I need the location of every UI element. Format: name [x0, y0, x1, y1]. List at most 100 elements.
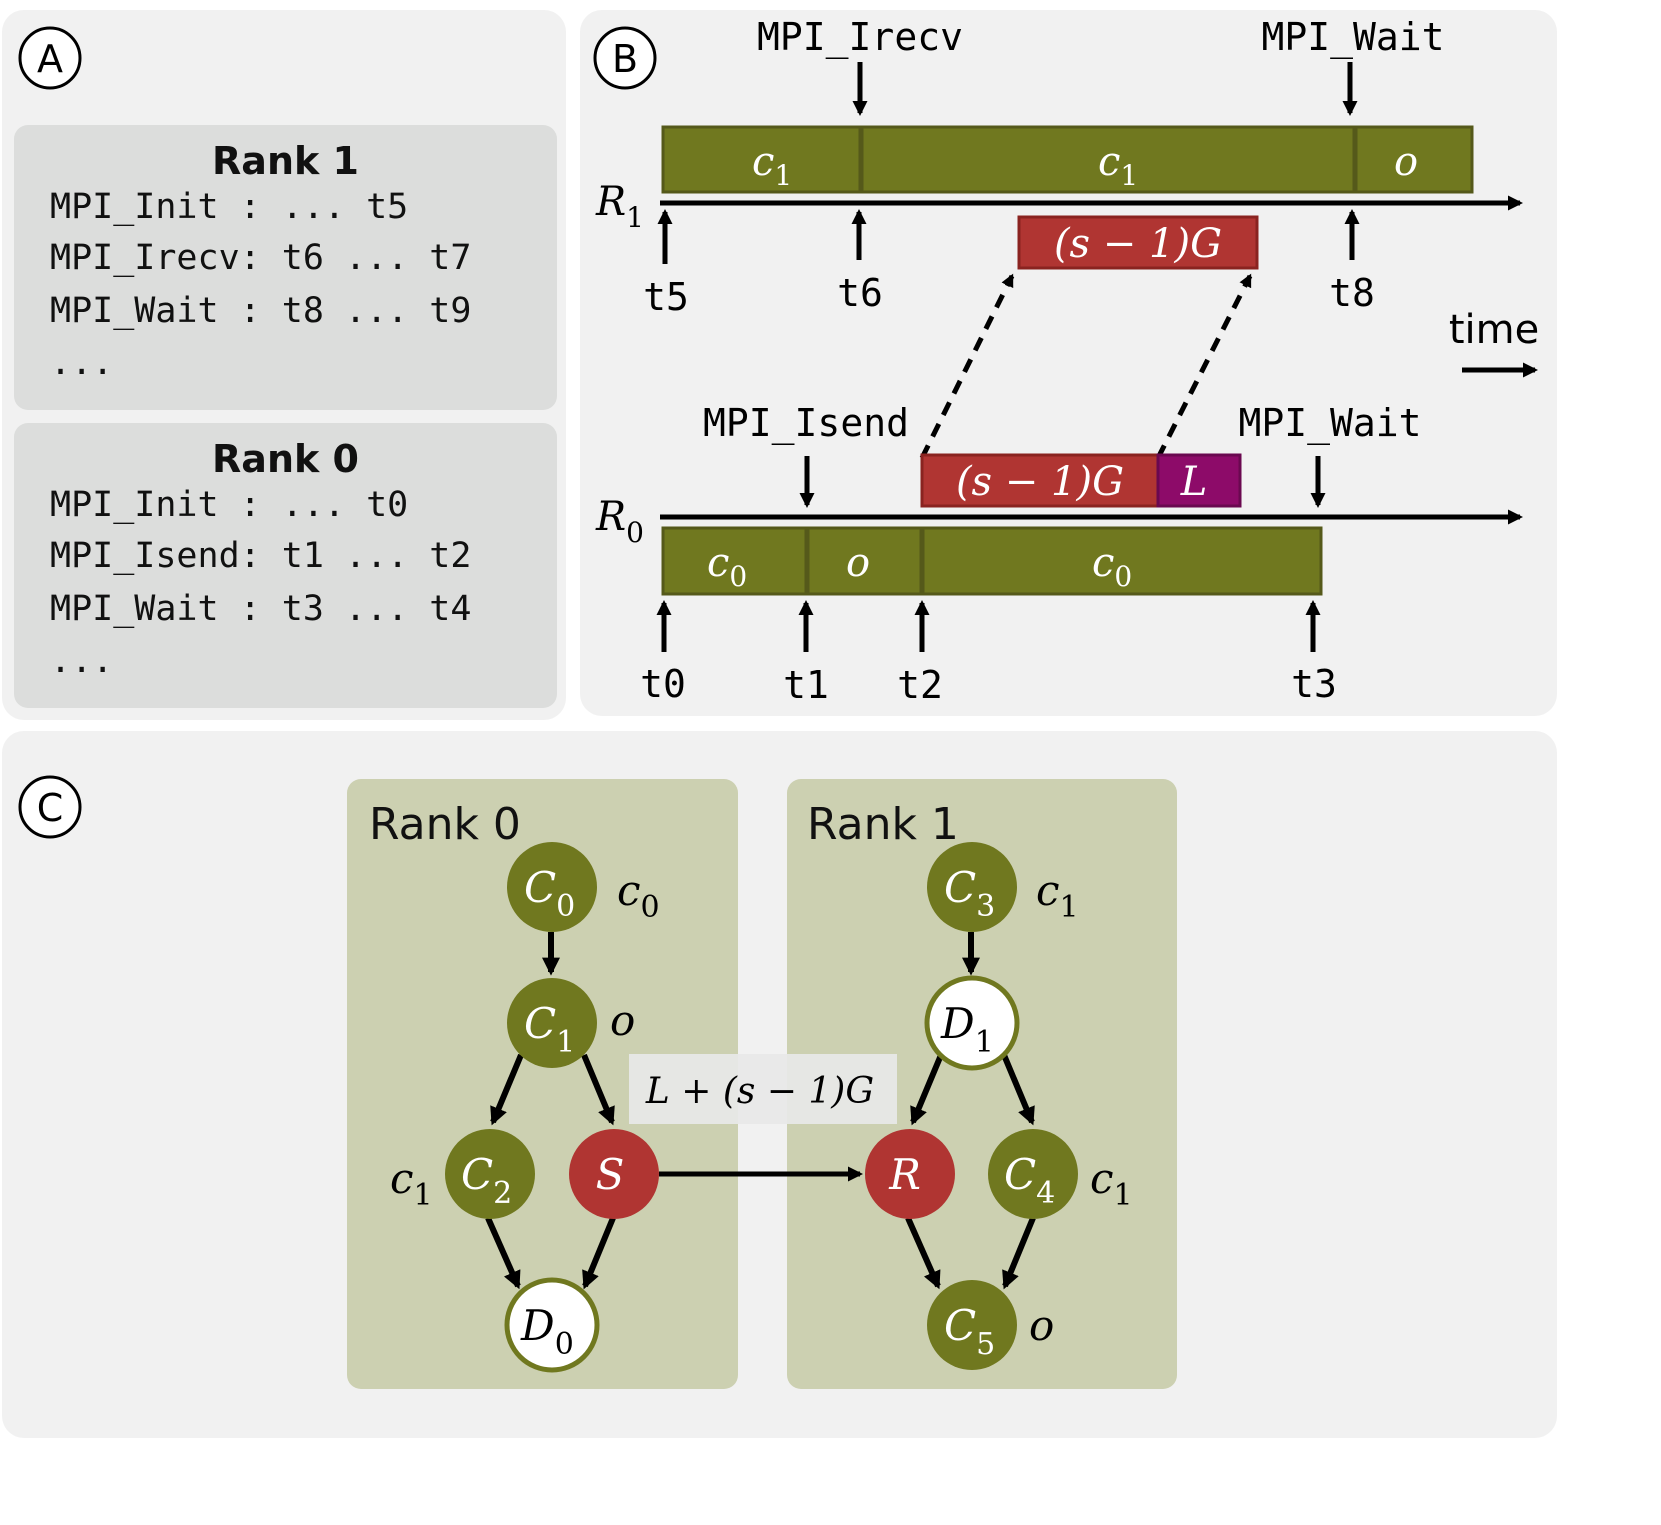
rank1-code-line: MPI_Irecv: t6 ... t7	[50, 238, 472, 278]
weight-c4: c1	[1090, 1154, 1133, 1213]
node-c2: C2	[445, 1129, 535, 1219]
r0-axis-label-sub: 0	[626, 516, 644, 549]
r0-block-o-label: o	[846, 540, 870, 586]
r0-gap-block	[920, 453, 1160, 508]
edge-s-d0	[582, 1216, 616, 1290]
svg-text:C3: C3	[944, 863, 995, 924]
t1-label: t1	[783, 663, 829, 707]
node-label-main: C	[1004, 1150, 1036, 1199]
rank0-code-line: MPI_Wait : t3 ... t4	[50, 589, 472, 629]
rank0-code-line: MPI_Isend: t1 ... t2	[50, 536, 472, 576]
svg-text:C5: C5	[944, 1301, 995, 1362]
node-label-main: C	[461, 1150, 493, 1199]
node-c1: C1	[507, 978, 597, 1068]
weight-label-sub: 1	[1060, 890, 1079, 925]
r0-axis-label-main: R	[595, 494, 626, 540]
badge-a-label: A	[37, 37, 63, 81]
edge-r-c5	[905, 1216, 941, 1290]
isend-call-label: MPI_Isend	[703, 401, 909, 446]
transfer-end-arrow	[1155, 273, 1253, 460]
latency-block	[1156, 453, 1242, 508]
t3-label: t3	[1291, 662, 1337, 706]
node-c4: C4	[988, 1129, 1078, 1219]
wait-call-label-r0: MPI_Wait	[1238, 401, 1421, 446]
irecv-call-label: MPI_Irecv	[757, 15, 963, 60]
weight-c0: c0	[617, 866, 660, 925]
weight-label-sub: 0	[641, 890, 660, 925]
r1-block-label-main: c	[752, 139, 774, 185]
node-label-sub: 1	[556, 1025, 575, 1060]
edge-c2-d0	[485, 1216, 521, 1290]
node-label-sub: 0	[555, 1327, 574, 1362]
svg-text:C4: C4	[1004, 1150, 1055, 1211]
t0-label: t0	[640, 662, 686, 706]
rank1-code-box: Rank 1 MPI_Init : ... t5 MPI_Irecv: t6 .…	[14, 125, 557, 410]
badge-b: B	[593, 26, 657, 90]
edge-label: L + (s − 1)G	[645, 1071, 874, 1112]
node-c3: C3	[927, 842, 1017, 932]
rank0-code-title: Rank 0	[212, 437, 359, 481]
node-s: S	[569, 1129, 659, 1219]
weight-c3: c1	[1036, 866, 1079, 925]
badge-c-text: C	[37, 786, 64, 830]
r1-block-c1-a-label: c1	[752, 139, 792, 192]
node-d1: D1	[924, 975, 1020, 1071]
svg-text:C: C	[37, 786, 64, 830]
r0-block-c0-b-label: c0	[1092, 540, 1132, 593]
svg-text:C0: C0	[524, 863, 575, 924]
rank1-code-line: MPI_Init : ... t5	[50, 187, 409, 227]
edge-label-box	[629, 1054, 897, 1124]
node-label-main: D	[940, 999, 975, 1048]
r0-axis-label: R0	[595, 494, 644, 549]
svg-text:B: B	[612, 37, 638, 81]
t2-label: t2	[897, 663, 943, 707]
node-c5: C5	[927, 1280, 1017, 1370]
edge-c4-c5	[1002, 1216, 1036, 1290]
r1-axis-label-sub: 1	[626, 201, 644, 234]
node-label-main: C	[524, 999, 556, 1048]
node-r: R	[865, 1129, 955, 1219]
node-label-sub: 2	[493, 1176, 512, 1211]
edge-c1-c2	[490, 1053, 524, 1126]
r0-block-o	[806, 526, 923, 596]
weight-c1: o	[610, 996, 635, 1045]
node-label-sub: 0	[556, 889, 575, 924]
r1-block-label-main: c	[1098, 139, 1120, 185]
wait-call-label-r1: MPI_Wait	[1261, 15, 1444, 60]
r1-axis-label: R1	[595, 179, 644, 234]
weight-label-sub: 1	[1114, 1178, 1133, 1213]
r1-gap-block	[1017, 215, 1259, 270]
r0-block-label-main: c	[707, 540, 729, 586]
weight-label-sub: 1	[414, 1178, 433, 1213]
svg-text:C1: C1	[524, 999, 575, 1060]
edge-c1-s	[581, 1053, 615, 1126]
r1-block-o-label: o	[1394, 139, 1418, 185]
weight-label-main: c	[1090, 1154, 1114, 1203]
weight-c2: c1	[390, 1154, 433, 1213]
weight-label-main: c	[390, 1154, 414, 1203]
r1-block-c1-b-label: c1	[1098, 139, 1138, 192]
edge-d1-c4	[1001, 1053, 1035, 1126]
node-label-main: C	[944, 1301, 976, 1350]
r1-block-c1-a	[661, 125, 862, 194]
node-label-main: C	[524, 863, 556, 912]
r1-gap-label: (s − 1)G	[1054, 221, 1222, 267]
t8-label: t8	[1329, 271, 1375, 315]
node-d0: D0	[504, 1277, 600, 1373]
rank0-code-line: MPI_Init : ... t0	[50, 485, 409, 525]
edge-d1-r	[910, 1053, 944, 1126]
badge-c: C	[18, 775, 82, 839]
node-c0: C0	[507, 842, 597, 932]
rank0-graph-title: Rank 0	[369, 799, 521, 850]
r0-block-label-main: c	[1092, 540, 1114, 586]
svg-text:D0: D0	[520, 1301, 574, 1362]
weight-c5: o	[1029, 1301, 1054, 1350]
r1-block-label-sub: 1	[1120, 159, 1138, 192]
node-label-sub: 3	[976, 889, 995, 924]
rank1-code-title: Rank 1	[212, 139, 359, 183]
node-label-sub: 5	[976, 1327, 995, 1362]
node-label-sub: 4	[1036, 1176, 1055, 1211]
badge-b-text: B	[612, 37, 638, 81]
r1-block-label-sub: 1	[774, 159, 792, 192]
